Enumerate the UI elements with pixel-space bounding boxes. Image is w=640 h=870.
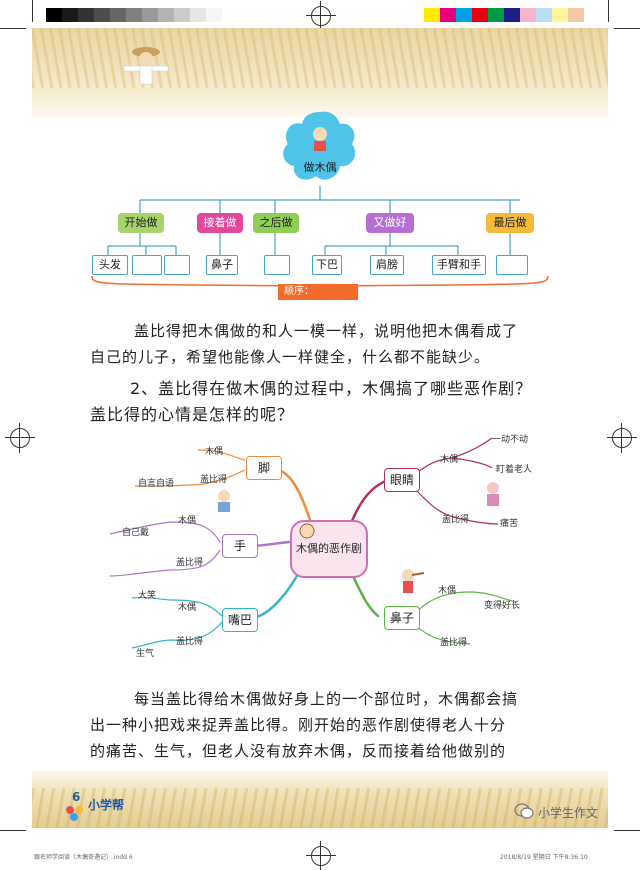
leaf-label: 自言自语 bbox=[138, 479, 175, 489]
registration-mark-right bbox=[607, 423, 637, 453]
brand-name: 小学帮 bbox=[88, 798, 125, 812]
paragraph-line: 出一种小把戏来捉弄盖比得。刚开始的恶作剧使得老人十分 bbox=[90, 716, 507, 734]
leaf-label: 变得好长 bbox=[484, 601, 521, 611]
leaf-label: 大笑 bbox=[138, 591, 157, 601]
branch-nose: 鼻子 bbox=[384, 606, 420, 630]
crop-mark bbox=[608, 0, 609, 22]
step-node: 又做好 bbox=[366, 213, 414, 233]
branch-mouth: 嘴巴 bbox=[222, 608, 258, 632]
paragraph-line: 盖比得把木偶做的和人一模一样，说明他把木偶看成了 bbox=[134, 322, 519, 340]
scarecrow-illustration bbox=[123, 47, 169, 85]
question-line: 2、盖比得在做木偶的过程中，木偶搞了哪些恶作剧？ bbox=[130, 379, 533, 398]
step-node: 接着做 bbox=[197, 213, 243, 233]
footer-file-name: 跟名师学阅读（木偶奇遇记）.indd 6 bbox=[34, 854, 133, 861]
answer-slot: 肩膀 bbox=[370, 255, 404, 275]
brand-logo-icon bbox=[66, 806, 83, 821]
leaf-label: 盖比得 bbox=[200, 475, 228, 485]
leaf-label: 盖比得 bbox=[442, 515, 470, 525]
leaf-label: 一动不动 bbox=[492, 435, 529, 445]
grayscale-bar bbox=[46, 8, 222, 22]
answer-slot bbox=[164, 255, 190, 275]
leaf-label: 木偶 bbox=[178, 516, 197, 526]
crop-mark bbox=[614, 28, 640, 29]
puppet-illustration bbox=[402, 569, 425, 593]
branch-eyes: 眼睛 bbox=[384, 468, 420, 492]
answer-slot: 鼻子 bbox=[206, 255, 238, 275]
crop-mark bbox=[0, 28, 26, 29]
step-node: 之后做 bbox=[253, 213, 299, 233]
leaf-label: 痛苦 bbox=[500, 519, 519, 529]
answer-slot bbox=[264, 255, 290, 275]
footer-timestamp: 2018/8/19 星期日 下午8:36:10 bbox=[500, 854, 588, 861]
branch-hand: 手 bbox=[222, 534, 258, 558]
wheat-footer-illustration bbox=[32, 770, 608, 828]
wechat-icon bbox=[514, 803, 534, 819]
crop-mark bbox=[32, 0, 33, 22]
registration-mark-bottom bbox=[306, 841, 336, 870]
leaf-label: 木偶 bbox=[440, 455, 459, 465]
puppet-face-illustration bbox=[299, 523, 315, 539]
registration-mark-left bbox=[5, 423, 35, 453]
mindmap1-center-label: 做木偶 bbox=[303, 161, 337, 174]
paragraph-line: 的痛苦、生气，但老人没有放弃木偶，反而接着给他做别的 bbox=[90, 742, 507, 760]
leaf-label: 生气 bbox=[136, 649, 155, 659]
leaf-label: 盖比得 bbox=[440, 638, 468, 648]
paragraph-line: 每当盖比得给木偶做好身上的一个部位时，木偶都会搞 bbox=[134, 690, 519, 708]
paragraph-line: 自己的儿子，希望他能像人一样健全，什么都不能缺少。 bbox=[90, 348, 491, 366]
step-node: 最后做 bbox=[486, 213, 534, 233]
color-bar bbox=[424, 8, 584, 22]
answer-slot: 头发 bbox=[92, 255, 128, 275]
answer-slot: 下巴 bbox=[312, 255, 342, 275]
leaf-label: 自己戴 bbox=[122, 528, 150, 538]
old-man-illustration bbox=[218, 490, 230, 512]
leaf-label: 盖比得 bbox=[176, 558, 204, 568]
mindmap1-center-cloud bbox=[283, 111, 356, 180]
watermark: 小学生作文 bbox=[538, 806, 599, 820]
answer-slot bbox=[132, 255, 162, 275]
leaf-label: 盖比得 bbox=[176, 637, 204, 647]
leaf-label: 木偶 bbox=[438, 586, 457, 596]
leaf-label: 木偶 bbox=[178, 603, 197, 613]
wheat-header-illustration bbox=[32, 28, 608, 118]
leaf-label: 盯着老人 bbox=[496, 465, 533, 475]
step-node: 开始做 bbox=[118, 213, 164, 233]
page-number: 6 bbox=[72, 790, 81, 804]
leaf-label: 木偶 bbox=[205, 447, 224, 457]
branch-foot: 脚 bbox=[246, 456, 282, 480]
registration-mark-top bbox=[306, 1, 336, 31]
order-label: 顺序： bbox=[278, 284, 358, 300]
answer-slot bbox=[496, 255, 528, 275]
answer-slot: 手臂和手 bbox=[432, 255, 486, 275]
question-line: 盖比得的心情是怎样的呢？ bbox=[90, 405, 295, 424]
crop-mark bbox=[0, 830, 26, 831]
old-man-illustration bbox=[487, 482, 499, 506]
crop-mark bbox=[614, 830, 640, 831]
